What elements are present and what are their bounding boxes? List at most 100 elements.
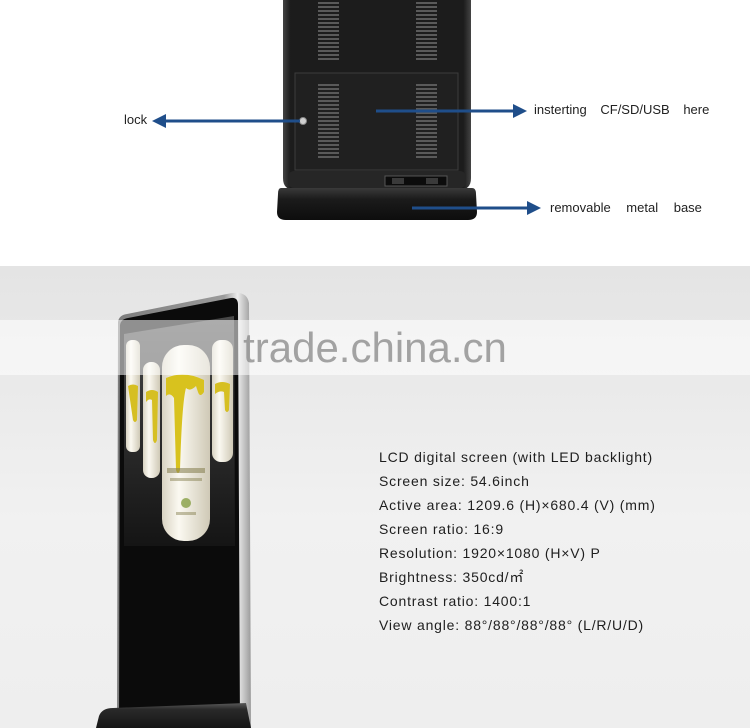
vent-slat xyxy=(318,120,339,122)
lower-vents xyxy=(318,84,437,158)
vent-slat xyxy=(416,58,437,60)
spec-item: View angle: 88°/88°/88°/88° (L/R/U/D) xyxy=(379,617,644,633)
base-label: removable metal base xyxy=(550,200,702,215)
vent-slat xyxy=(318,144,339,146)
vent-slat xyxy=(318,88,339,90)
spec-item: Screen ratio: 16:9 xyxy=(379,521,504,537)
vent-slat xyxy=(318,14,339,16)
vent-slat xyxy=(318,26,339,28)
vent-slat xyxy=(416,136,437,138)
spec-list: LCD digital screen (with LED backlight) … xyxy=(379,445,656,637)
vent-slat xyxy=(416,10,437,12)
vent-slat xyxy=(416,2,437,4)
vent-slat xyxy=(416,100,437,102)
oil-drip xyxy=(146,390,158,443)
vent-slat xyxy=(318,132,339,134)
vent-slat xyxy=(416,22,437,24)
vent-slat xyxy=(318,116,339,118)
vent-slat xyxy=(318,2,339,4)
vent-slat xyxy=(416,96,437,98)
back-view-section: lock insterting CF/SD/USB here removable… xyxy=(0,0,750,266)
vent-slat xyxy=(318,104,339,106)
vent-slat xyxy=(318,46,339,48)
vent-slat xyxy=(318,34,339,36)
vent-slat xyxy=(416,38,437,40)
base-arrow xyxy=(412,201,541,215)
media-slot-port xyxy=(426,178,438,184)
media-slot xyxy=(384,175,448,187)
metal-base xyxy=(277,188,477,220)
bottle-label-band xyxy=(176,512,196,515)
vent-slat xyxy=(416,152,437,154)
vent-slat xyxy=(318,128,339,130)
slot-label: insterting CF/SD/USB here xyxy=(534,102,710,117)
vent-slat xyxy=(318,42,339,44)
vent-slat xyxy=(416,108,437,110)
oil-drip xyxy=(128,384,138,422)
vent-slat xyxy=(318,148,339,150)
vent-slat xyxy=(416,84,437,86)
vent-slat xyxy=(318,6,339,8)
vent-slat xyxy=(318,96,339,98)
vent-slat xyxy=(318,100,339,102)
vent-slat xyxy=(318,156,339,158)
vent-slat xyxy=(416,104,437,106)
vent-slat xyxy=(318,108,339,110)
vent-slat xyxy=(416,140,437,142)
watermark-band xyxy=(0,320,750,375)
vent-slat xyxy=(318,92,339,94)
vent-slat xyxy=(416,116,437,118)
vent-slat xyxy=(416,148,437,150)
vent-slat xyxy=(318,136,339,138)
vent-slat xyxy=(416,88,437,90)
vent-slat xyxy=(318,84,339,86)
watermark-text: trade.china.cn xyxy=(243,324,507,371)
spec-item: Brightness: 350cd/㎡ xyxy=(379,569,525,585)
vent-slat xyxy=(416,132,437,134)
vent-slat xyxy=(318,18,339,20)
vent-slat xyxy=(416,30,437,32)
vent-slat xyxy=(318,54,339,56)
vent-slat xyxy=(416,26,437,28)
vent-slat xyxy=(318,22,339,24)
kiosk-front-base xyxy=(96,703,251,728)
vent-slat xyxy=(318,112,339,114)
vent-slat xyxy=(318,10,339,12)
vent-slat xyxy=(318,30,339,32)
kiosk-back-illustration xyxy=(152,0,541,220)
bottle-label-band xyxy=(167,468,205,473)
spec-item: Screen size: 54.6inch xyxy=(379,473,530,489)
spec-item: Contrast ratio: 1400:1 xyxy=(379,593,532,609)
bottle-label-emblem xyxy=(181,498,191,508)
vent-slat xyxy=(416,112,437,114)
spec-item: Resolution: 1920×1080 (H×V) P xyxy=(379,545,601,561)
lock-arrow xyxy=(152,114,300,128)
slot-arrow xyxy=(376,104,527,118)
lock-label: lock xyxy=(124,112,148,127)
vent-slat xyxy=(416,18,437,20)
vent-slat xyxy=(416,92,437,94)
vent-slat xyxy=(416,120,437,122)
vent-slat xyxy=(416,128,437,130)
vent-slat xyxy=(318,124,339,126)
vent-slat xyxy=(416,50,437,52)
vent-slat xyxy=(416,54,437,56)
vent-slat xyxy=(318,38,339,40)
spec-item: Active area: 1209.6 (H)×680.4 (V) (mm) xyxy=(379,497,656,513)
bottle-label-band xyxy=(170,478,202,481)
vent-slat xyxy=(416,124,437,126)
vent-slat xyxy=(416,14,437,16)
vent-slat xyxy=(416,34,437,36)
vent-slat xyxy=(416,156,437,158)
vent-slat xyxy=(416,144,437,146)
vent-slat xyxy=(318,50,339,52)
vent-slat xyxy=(318,140,339,142)
spec-item: LCD digital screen (with LED backlight) xyxy=(379,449,653,465)
vent-slat xyxy=(416,6,437,8)
vent-slat xyxy=(416,42,437,44)
upper-vents xyxy=(318,2,437,60)
vent-slat xyxy=(318,58,339,60)
vent-slat xyxy=(318,152,339,154)
bottle xyxy=(143,362,160,478)
